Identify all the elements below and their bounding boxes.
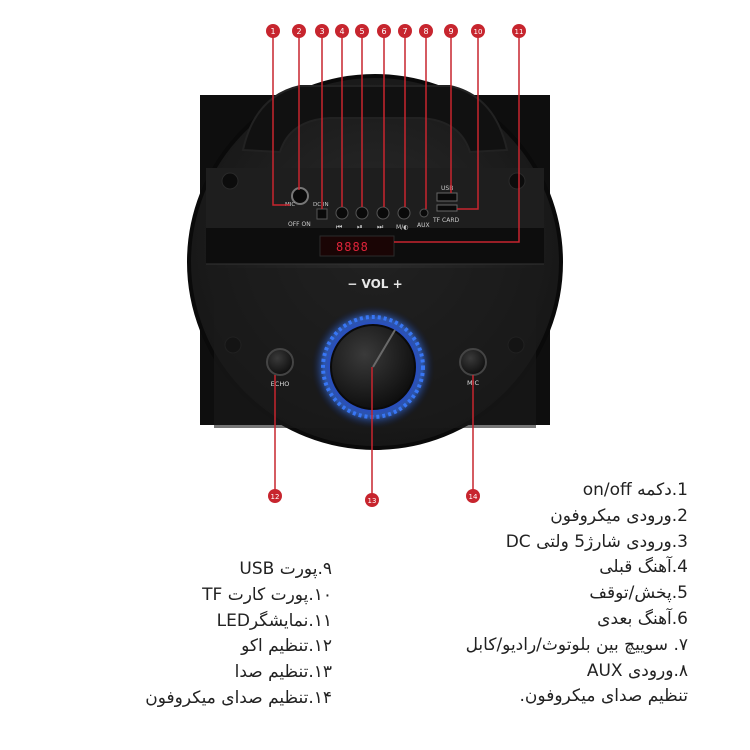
speaker-handle	[241, 85, 509, 154]
callout-1: 1	[266, 24, 280, 38]
volume-knob-indicator	[372, 329, 396, 368]
legend-item: 6.آهنگ بعدی	[597, 608, 688, 629]
callout-8: 8	[419, 24, 433, 38]
legend-item: تنظیم صدای میکروفون.	[519, 686, 688, 707]
led-display-digits: 8888	[336, 240, 369, 254]
dc-in-port[interactable]	[316, 208, 328, 220]
play-label: ⏯	[357, 223, 363, 231]
callout-4-label: 4	[339, 27, 344, 36]
callouts-bottom: 12 13 14	[268, 489, 480, 507]
echo-knob-label: ECHO	[271, 380, 290, 388]
led-display	[319, 235, 395, 257]
callouts-top: 1 2 3 4 5 6 7 8 9 10 11	[266, 24, 526, 38]
aux-label: AUX	[417, 222, 430, 229]
callout-4: 4	[335, 24, 349, 38]
callout-3-label: 3	[319, 27, 324, 36]
callout-7-label: 7	[402, 27, 407, 36]
legend-item: 3.ورودی شارژ5 ولتی DC	[505, 531, 688, 552]
legend-item: ۸.ورودی AUX	[586, 660, 688, 681]
callout-lines	[272, 31, 520, 496]
legend-right: 1.دکمه on/off 2.ورودی میکروفون 3.ورودی ش…	[358, 478, 688, 710]
legend-item: 2.ورودی میکروفون	[550, 505, 688, 526]
next-button[interactable]	[376, 206, 390, 220]
callout-13: 13	[365, 493, 379, 507]
mic-jack-label: MIC	[285, 202, 295, 208]
off-on-label: OFF ON	[288, 221, 311, 228]
legend-item: ۱۴.تنظیم صدای میکروفون	[145, 687, 332, 708]
callout-9-label: 9	[448, 27, 453, 36]
callout-12-label: 12	[271, 493, 280, 501]
legend-item: ۹.پورت USB	[239, 559, 332, 579]
callout-11-label: 11	[515, 28, 524, 36]
callout-8-label: 8	[423, 27, 428, 36]
callout-2-label: 2	[296, 27, 301, 36]
prev-label: ⏮	[336, 223, 342, 231]
prev-button[interactable]	[335, 206, 349, 220]
speaker-figure: MIC OFF ON DC IN ⏮ ⏯ ⏭ M/◐ AUX USB TF CA…	[187, 24, 563, 507]
dc-in-label: DC IN	[313, 202, 329, 208]
volume-label: − VOL +	[347, 277, 402, 291]
legend-item: ۱۰.پورت کارت TF	[202, 584, 332, 605]
callout-7: 7	[398, 24, 412, 38]
legend-item: ۱۲.تنظیم اکو	[241, 636, 332, 657]
usb-label: USB	[441, 185, 453, 192]
callout-12: 12	[268, 489, 282, 503]
callout-14: 14	[466, 489, 480, 503]
legend-item: 4.آهنگ قبلی	[599, 557, 688, 578]
volume-knob-ring	[321, 315, 425, 419]
mode-label: M/◐	[396, 224, 408, 231]
callout-5: 5	[355, 24, 369, 38]
legend-item: ۱۳.تنظیم صدا	[234, 662, 332, 683]
tf-card-label: TF CARD	[432, 217, 459, 224]
next-label: ⏭	[377, 223, 384, 231]
screw	[508, 172, 526, 190]
legend-item: 5.پخش/توقف	[589, 583, 688, 604]
callout-11: 11	[512, 24, 526, 38]
callout-5-label: 5	[359, 27, 364, 36]
callout-3: 3	[315, 24, 329, 38]
legend-left: ۹.پورت USB ۱۰.پورت کارت TF ۱۱.نمایشگرLED…	[12, 557, 332, 712]
callout-9: 9	[444, 24, 458, 38]
mic-knob[interactable]	[459, 348, 487, 376]
usb-port[interactable]	[436, 192, 458, 202]
echo-knob[interactable]	[266, 348, 294, 376]
mic-jack[interactable]	[291, 187, 309, 205]
aux-port[interactable]	[419, 208, 429, 218]
legend-item: 1.دکمه on/off	[582, 480, 688, 500]
legend-item: ۷. سوییچ بین بلوتوث/رادیو/کابل	[465, 634, 688, 655]
callout-10: 10	[471, 24, 485, 38]
callout-2: 2	[292, 24, 306, 38]
legend-item: ۱۱.نمایشگرLED	[216, 610, 332, 631]
screw	[221, 172, 239, 190]
mode-button[interactable]	[397, 206, 411, 220]
callout-6: 6	[377, 24, 391, 38]
tf-card-slot[interactable]	[436, 204, 458, 212]
callout-13-label: 13	[368, 497, 377, 505]
play-button[interactable]	[355, 206, 369, 220]
callout-6-label: 6	[381, 27, 386, 36]
callout-14-label: 14	[469, 493, 478, 501]
callout-10-label: 10	[474, 28, 483, 36]
callout-1-label: 1	[270, 27, 275, 36]
